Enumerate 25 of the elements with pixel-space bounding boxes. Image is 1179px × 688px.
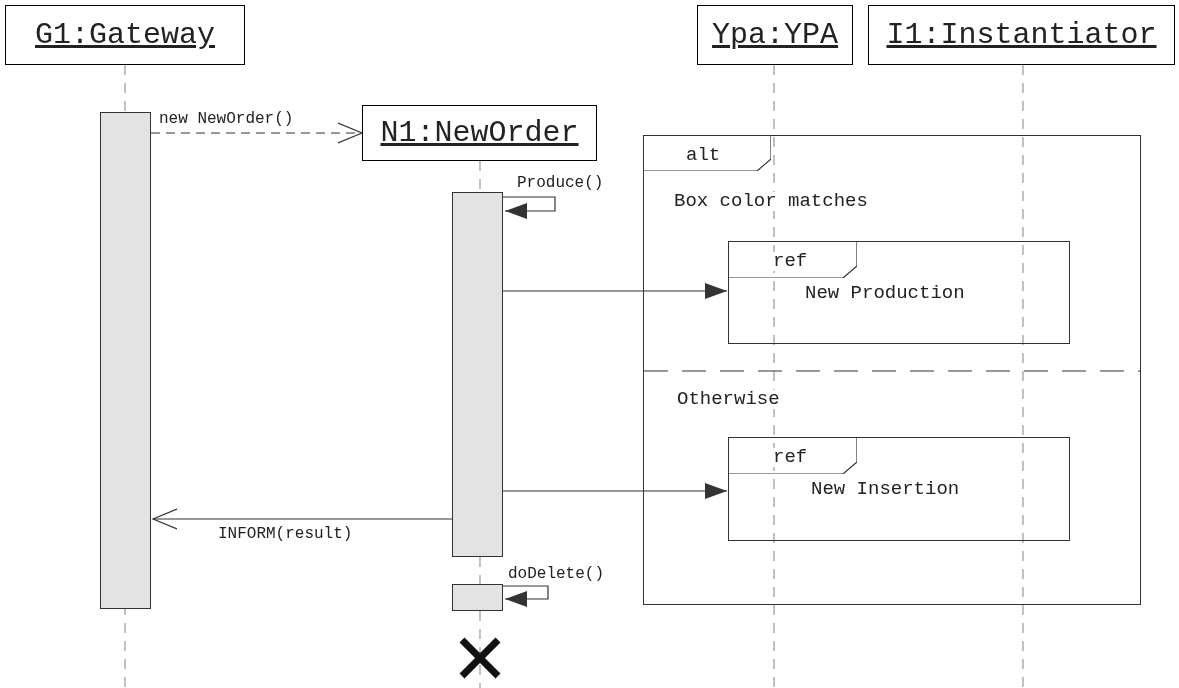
message-arrow xyxy=(502,196,556,219)
operator-label: ref xyxy=(773,252,808,271)
lifeline-head-box xyxy=(362,105,597,161)
operator-label: ref xyxy=(773,448,808,467)
combined-fragment-frame xyxy=(643,135,1141,605)
message-arrow xyxy=(150,122,363,144)
object-name: Ypa:YPA xyxy=(712,20,838,50)
lifeline-head-box xyxy=(697,5,853,65)
message-label: doDelete() xyxy=(507,566,605,582)
lifeline-head-box xyxy=(5,5,245,65)
object-name: N1:NewOrder xyxy=(380,118,579,148)
activation-bar xyxy=(452,584,503,611)
object-name: I1:Instantiator xyxy=(886,20,1157,50)
interaction-use-frame xyxy=(728,241,1070,344)
object-name: G1:Gateway xyxy=(35,20,215,50)
message-arrow xyxy=(502,283,728,299)
interaction-use-frame xyxy=(728,437,1070,541)
lifeline-head-box xyxy=(868,5,1175,65)
message-arrow xyxy=(502,483,728,499)
activation-bar xyxy=(100,112,151,609)
message-arrow xyxy=(502,585,549,607)
message-arrow xyxy=(152,508,453,530)
guard-condition: Otherwise xyxy=(677,390,780,409)
guard-condition: Box color matches xyxy=(674,192,868,211)
activation-bar xyxy=(452,192,503,557)
